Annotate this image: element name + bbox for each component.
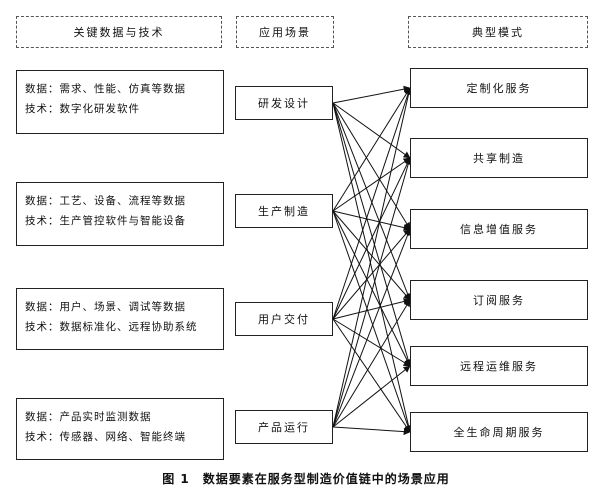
connector-arrow — [332, 210, 411, 231]
header-scenarios-label: 应用场景 — [259, 26, 311, 39]
mode-label: 全生命周期服务 — [453, 426, 545, 439]
mode-label: 共享制造 — [473, 152, 525, 165]
header-key-data-tech-label: 关键数据与技术 — [73, 26, 165, 39]
connector-arrow — [332, 157, 412, 428]
scenario-label: 产品运行 — [258, 421, 310, 434]
connector-arrow — [332, 299, 411, 428]
scenario-box-rnd: 研发设计 — [235, 86, 333, 120]
connector-arrow — [332, 85, 411, 104]
connector-arrow — [332, 318, 411, 433]
data-line: 数据：需求、性能、仿真等数据 — [25, 83, 186, 95]
connector-arrow — [332, 102, 411, 230]
connector-arrow — [332, 318, 411, 367]
scenario-label: 用户交付 — [258, 313, 310, 326]
data-line: 数据：产品实时监测数据 — [25, 411, 152, 423]
scenario-label: 研发设计 — [258, 97, 310, 110]
connector-arrow — [332, 157, 411, 320]
connector-arrow — [332, 87, 411, 212]
mode-label: 信息增值服务 — [460, 223, 538, 236]
mode-box-info-value-added: 信息增值服务 — [410, 209, 588, 249]
connector-arrow — [332, 426, 411, 436]
connector-arrow — [332, 210, 412, 433]
connector-arrow — [332, 210, 411, 367]
tech-line: 技术：传感器、网络、智能终端 — [25, 431, 186, 443]
connector-arrow — [332, 102, 411, 159]
data-tech-box-delivery: 数据：用户、场景、调试等数据 技术：数据标准化、远程协助系统 — [16, 288, 224, 350]
data-tech-box-operation: 数据：产品实时监测数据 技术：传感器、网络、智能终端 — [16, 398, 224, 460]
connector-arrow — [332, 102, 412, 367]
header-scenarios: 应用场景 — [236, 16, 334, 48]
mode-box-subscription: 订阅服务 — [410, 280, 588, 320]
mode-box-shared-manufacturing: 共享制造 — [410, 138, 588, 178]
data-tech-box-rnd: 数据：需求、性能、仿真等数据 技术：数字化研发软件 — [16, 70, 224, 134]
connector-arrow — [332, 87, 412, 320]
mode-label: 订阅服务 — [473, 294, 525, 307]
data-line: 数据：工艺、设备、流程等数据 — [25, 195, 186, 207]
connector-arrow — [332, 157, 411, 212]
connector-arrow — [332, 365, 411, 428]
scenario-box-manufacturing: 生产制造 — [235, 194, 333, 228]
connector-arrow — [332, 102, 412, 433]
mode-box-customization: 定制化服务 — [410, 68, 588, 108]
mode-box-full-lifecycle: 全生命周期服务 — [410, 412, 588, 452]
connector-arrow — [332, 298, 411, 320]
data-line: 数据：用户、场景、调试等数据 — [25, 301, 186, 313]
mode-label: 远程运维服务 — [460, 360, 538, 373]
header-key-data-tech: 关键数据与技术 — [16, 16, 222, 48]
connector-arrow — [332, 102, 411, 301]
connector-arrow — [332, 228, 411, 428]
header-modes-label: 典型模式 — [472, 26, 524, 39]
header-modes: 典型模式 — [408, 16, 588, 48]
scenario-box-delivery: 用户交付 — [235, 302, 333, 336]
tech-line: 技术：生产管控软件与智能设备 — [25, 215, 186, 227]
data-tech-box-manufacturing: 数据：工艺、设备、流程等数据 技术：生产管控软件与智能设备 — [16, 182, 224, 246]
scenario-label: 生产制造 — [258, 205, 310, 218]
tech-line: 技术：数据标准化、远程协助系统 — [25, 321, 198, 333]
connector-arrow — [332, 87, 413, 428]
tech-line: 技术：数字化研发软件 — [25, 103, 140, 115]
scenario-box-operation: 产品运行 — [235, 410, 333, 444]
figure-caption: 图 1 数据要素在服务型制造价值链中的场景应用 — [162, 472, 450, 486]
connector-arrow — [332, 228, 411, 320]
mode-label: 定制化服务 — [466, 82, 532, 95]
mode-box-remote-om: 远程运维服务 — [410, 346, 588, 386]
